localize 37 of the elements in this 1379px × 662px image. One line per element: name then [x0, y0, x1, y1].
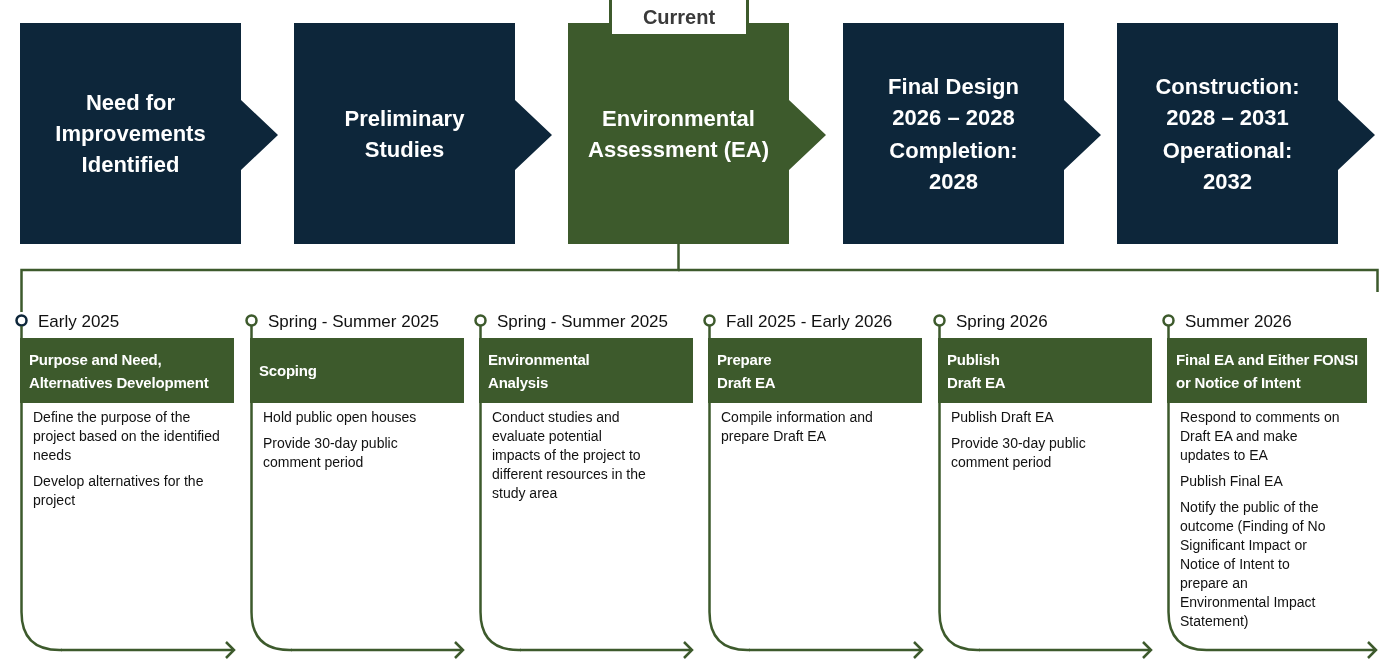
- date-label: Spring - Summer 2025: [268, 312, 440, 332]
- step-label: Environmental Assessment (EA): [587, 104, 770, 164]
- task-text: Notify the public of the outcome (Finding of No Significant Impact or Notice of Intent to prepare an Environmental Impact Statement): [1180, 498, 1327, 631]
- task-text: Define the purpose of the project based on the identified needs: [33, 408, 221, 465]
- step-label: Preliminary Studies: [343, 104, 466, 164]
- date-label: Spring - Summer 2025: [497, 312, 669, 332]
- task-text: Respond to comments on Draft EA and make updates to EA: [1180, 408, 1341, 465]
- arrow: [520, 640, 694, 660]
- date-label: Summer 2026: [1185, 312, 1292, 332]
- step-label: Completion: 2028: [888, 136, 1019, 196]
- task-text: Provide 30-day public comment period: [263, 434, 399, 472]
- task-text: Conduct studies and evaluate potential impacts of the project to different resources in the study area: [492, 408, 647, 503]
- date-label: Spring 2026: [956, 312, 1048, 332]
- task-text: Provide 30-day public comment period: [951, 434, 1087, 472]
- phase-header: Final EA and Either FONSI or Notice of Intent: [1167, 338, 1367, 403]
- step-label: Need for Improvements Identified: [54, 89, 207, 179]
- task-text: Publish Final EA: [1180, 472, 1284, 491]
- step-label: Construction: 2028 – 2031: [1154, 72, 1301, 132]
- arrow: [979, 640, 1153, 660]
- connector-line: [20, 244, 680, 312]
- date-label: Early 2025: [38, 312, 120, 332]
- phase-header: Scoping: [250, 338, 464, 403]
- date-label: Fall 2025 - Early 2026: [726, 312, 893, 332]
- task-text: Develop alternatives for the project: [33, 472, 205, 510]
- arrow: [749, 640, 924, 660]
- task-text: Compile information and prepare Draft EA: [721, 408, 874, 446]
- phase-header: Environmental Analysis: [479, 338, 693, 403]
- phase-header: Prepare Draft EA: [708, 338, 922, 403]
- arrow: [61, 640, 236, 660]
- task-text: Hold public open houses: [263, 408, 418, 427]
- current-tab: Current: [609, 0, 749, 37]
- phase-header: Purpose and Need, Alternatives Development: [20, 338, 234, 403]
- step-label: Operational: 2032: [1161, 136, 1294, 196]
- step-label: Final Design 2026 – 2028: [887, 72, 1020, 132]
- arrow: [291, 640, 465, 660]
- task-text: Publish Draft EA: [951, 408, 1055, 427]
- phase-header: Publish Draft EA: [938, 338, 1152, 403]
